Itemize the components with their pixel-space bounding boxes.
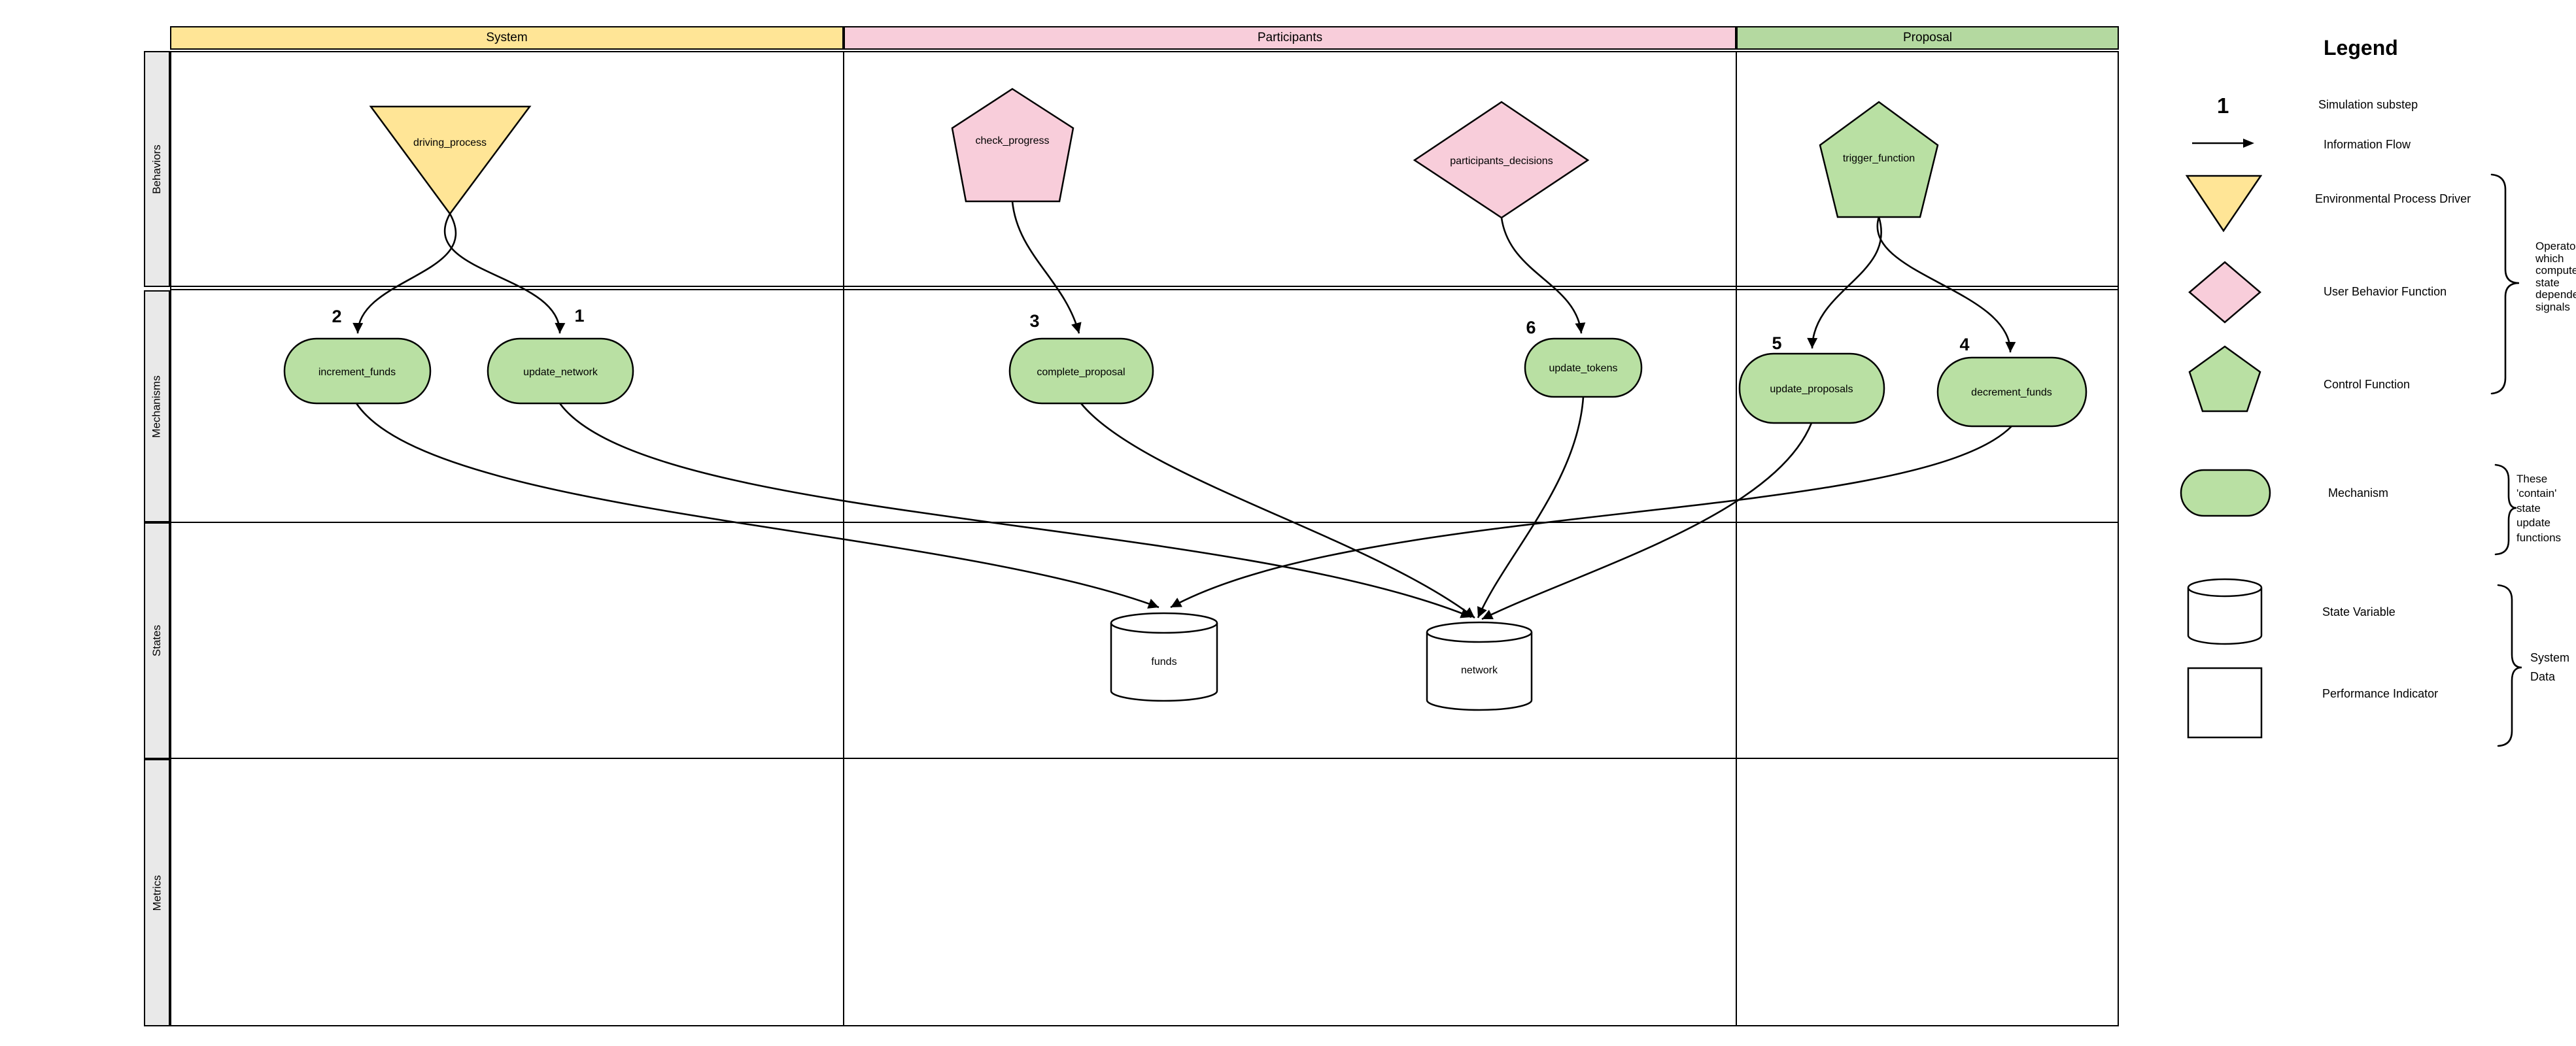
legend-item-label: Mechanism bbox=[2328, 486, 2389, 499]
annotation-mechanism: These 'contain' state update functions bbox=[2516, 472, 2561, 545]
node-participants-decisions-diamond bbox=[1413, 101, 1590, 219]
node-label: driving_process bbox=[413, 137, 487, 148]
square-icon bbox=[2187, 667, 2263, 739]
flow-check-to-complete bbox=[1011, 201, 1082, 334]
flow-updateproposals-to-network bbox=[1481, 422, 1813, 620]
node-driving-process-triangle bbox=[369, 105, 532, 216]
legend-brace-operators bbox=[2490, 173, 2520, 395]
legend-item-label: User Behavior Function bbox=[2324, 285, 2447, 298]
column-header-system: System bbox=[170, 26, 844, 50]
column-header-proposal: Proposal bbox=[1736, 26, 2119, 50]
legend-item-label: Control Function bbox=[2324, 378, 2411, 391]
substep-number: 6 bbox=[1526, 318, 1536, 337]
node-label: decrement_funds bbox=[1971, 387, 2052, 398]
flow-trigger-to-decrement bbox=[1876, 216, 2016, 353]
legend-item-label: Simulation substep bbox=[2318, 98, 2418, 111]
flow-updatenetwork-to-network bbox=[558, 403, 1472, 618]
column-header-label: Proposal bbox=[1903, 31, 1952, 44]
node-label: update_tokens bbox=[1549, 363, 1618, 374]
flow-trigger-to-updateproposals bbox=[1807, 216, 1882, 349]
substep-number: 2 bbox=[332, 307, 341, 326]
node-update-proposals bbox=[1738, 352, 1885, 424]
state-funds-cylinder-top bbox=[1110, 612, 1218, 634]
legend-item-label: Environmental Process Driver bbox=[2315, 192, 2471, 205]
substep-number: 1 bbox=[574, 306, 584, 326]
annotation-line: Data bbox=[2530, 670, 2556, 683]
annotation-line: which bbox=[2535, 252, 2564, 265]
substep-number: 5 bbox=[1772, 333, 1781, 353]
stadium-icon bbox=[2180, 469, 2271, 517]
node-complete-proposal bbox=[1008, 337, 1154, 405]
node-label: complete_proposal bbox=[1037, 367, 1125, 378]
state-label: network bbox=[1461, 665, 1498, 676]
legend-item-label: State Variable bbox=[2322, 605, 2396, 618]
state-label: funds bbox=[1151, 656, 1176, 667]
substep-number: 3 bbox=[1029, 311, 1039, 331]
flow-driving-to-updatenetwork bbox=[443, 213, 566, 334]
annotation-operators: Operators which compute state dependent … bbox=[2535, 240, 2576, 313]
node-label: update_network bbox=[523, 367, 598, 378]
annotation-line: 'contain' bbox=[2516, 487, 2557, 500]
state-network-cylinder-top bbox=[1426, 621, 1533, 643]
node-update-network bbox=[487, 337, 634, 405]
grid-body bbox=[170, 51, 2119, 1026]
diamond-icon bbox=[2188, 261, 2261, 324]
annotation-line: functions bbox=[2516, 531, 2562, 544]
node-label: update_proposals bbox=[1770, 384, 1853, 395]
node-increment-funds bbox=[283, 337, 432, 405]
lane-label-behaviors: Behaviors bbox=[144, 51, 170, 287]
flow-increment-to-funds bbox=[355, 403, 1159, 609]
annotation-line: System bbox=[2530, 651, 2570, 664]
node-decrement-funds bbox=[1936, 356, 2087, 428]
flow-updatetokens-to-network bbox=[1477, 396, 1585, 618]
legend-substep-number: 1 bbox=[2217, 93, 2229, 118]
column-header-label: Participants bbox=[1257, 31, 1323, 44]
pentagon-icon bbox=[2188, 345, 2261, 413]
arrow-right-icon bbox=[2192, 139, 2254, 148]
node-label: participants_decisions bbox=[1450, 156, 1553, 167]
legend-title: Legend bbox=[2324, 36, 2398, 59]
annotation-line: Operators bbox=[2535, 240, 2576, 252]
lane-divider bbox=[170, 286, 2119, 287]
flow-decrement-to-funds bbox=[1170, 426, 2012, 609]
flow-complete-to-network bbox=[1080, 403, 1475, 619]
state-network-cylinder-body bbox=[1426, 632, 1533, 711]
node-label: trigger_function bbox=[1843, 153, 1915, 164]
flow-driving-to-increment bbox=[352, 213, 457, 334]
annotation-line: dependent bbox=[2535, 288, 2576, 301]
annotation-system-data: System Data bbox=[2530, 649, 2569, 686]
annotation-line: compute bbox=[2535, 264, 2576, 277]
annotation-line: state bbox=[2535, 276, 2560, 289]
lane-label-metrics: Metrics bbox=[144, 759, 170, 1026]
legend-item-label: Performance Indicator bbox=[2322, 687, 2439, 700]
lane-label-states: States bbox=[144, 522, 170, 759]
column-divider bbox=[1736, 51, 1737, 1026]
legend-brace-system-data bbox=[2497, 584, 2522, 747]
triangle-down-icon bbox=[2186, 175, 2262, 232]
annotation-line: signals bbox=[2535, 300, 2570, 313]
legend-brace-mechanism bbox=[2494, 464, 2517, 556]
node-update-tokens bbox=[1524, 337, 1643, 398]
column-header-participants: Participants bbox=[844, 26, 1736, 50]
cylinder-icon bbox=[2187, 578, 2263, 645]
flow-participants-to-updatetokens bbox=[1500, 217, 1586, 334]
substep-number: 4 bbox=[1959, 335, 1969, 354]
annotation-line: update bbox=[2516, 516, 2550, 530]
lane-label-mechanisms: Mechanisms bbox=[144, 290, 170, 522]
annotation-line: state bbox=[2516, 501, 2541, 515]
annotation-line: These bbox=[2516, 473, 2548, 485]
node-label: increment_funds bbox=[318, 367, 396, 378]
column-header-label: System bbox=[486, 31, 528, 44]
state-funds-cylinder-body bbox=[1110, 623, 1218, 702]
node-label: check_progress bbox=[976, 135, 1050, 146]
legend-item-label: Information Flow bbox=[2324, 138, 2411, 151]
node-check-progress-pentagon bbox=[951, 88, 1074, 203]
lane-divider bbox=[170, 522, 2119, 523]
lane-divider bbox=[170, 758, 2119, 759]
node-trigger-function-pentagon bbox=[1819, 101, 1939, 218]
flow-edges bbox=[352, 201, 2016, 620]
lane-divider bbox=[170, 289, 2119, 290]
